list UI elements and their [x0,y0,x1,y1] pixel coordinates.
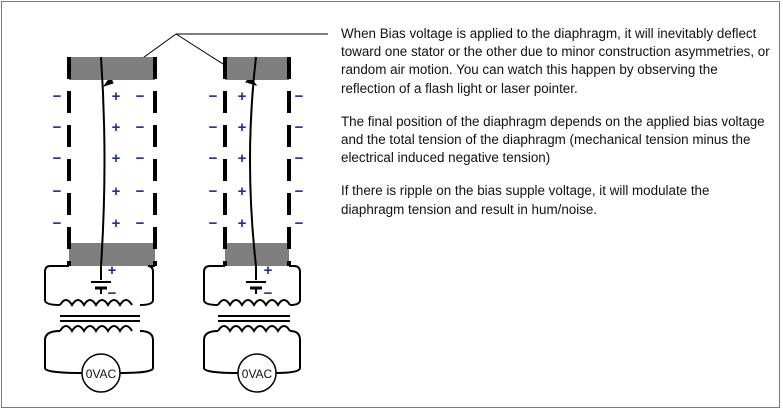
ac-source-right [237,353,277,393]
stator-charge-minus: − [53,119,62,136]
bias-supply-plus: + [108,262,117,279]
stator-charge-minus: − [53,183,62,200]
paragraph-final-position: The final position of the diaphragm depe… [341,113,765,166]
bias-circuit [44,265,155,374]
explanation-text: When Bias voltage is applied to the diap… [341,25,771,234]
stator-charge-minus: − [295,119,304,136]
bias-circuit [203,265,301,374]
stator-charge-minus: − [295,88,304,105]
stator-charge-minus: − [209,215,218,232]
ac-source-left-label: 0VAC [86,367,117,381]
stator-charge-minus: − [136,119,145,136]
stator-charge-minus: − [136,215,145,232]
stator-charge-minus: − [209,88,218,105]
speaker-left: 0VAC [44,56,157,393]
bias-supply-minus: − [108,285,117,302]
diaphragm-charge-plus: + [238,215,247,232]
diaphragm-charge-plus: + [238,150,247,167]
stator-charge-minus: − [209,150,218,167]
paragraph-ripple: If there is ripple on the bias supple vo… [341,183,710,217]
diaphragm-charge-plus: + [112,183,121,200]
ac-source-left [81,353,121,393]
diaphragm-charge-plus: + [112,119,121,136]
diaphragm-charge-plus: + [238,119,247,136]
stator-charge-minus: − [209,119,218,136]
stator-charge-minus: − [136,150,145,167]
diaphragm-charge-plus: + [112,215,121,232]
top-frame [225,57,289,80]
diaphragm-charge-plus: + [238,88,247,105]
stator-charge-minus: − [209,183,218,200]
stator-charge-minus: − [136,88,145,105]
stator-charge-minus: − [295,183,304,200]
diaphragm-charge-plus: + [112,88,121,105]
stator-charge-minus: − [53,88,62,105]
ac-source-right-label: 0VAC [242,367,273,381]
stator-charge-minus: − [53,215,62,232]
stator-charge-minus: − [295,150,304,167]
diaphragm [249,56,257,267]
diaphragm-charge-plus: + [112,150,121,167]
paragraph-bias-deflection: When Bias voltage is applied to the diap… [341,26,770,96]
bias-supply-minus: − [264,285,273,302]
stator-charge-minus: − [53,150,62,167]
diaphragm-charge-plus: + [238,183,247,200]
top-frame [69,57,155,80]
charge-signs: −−+−−+−−+−−+−−++−−−+−−+−−+−−+−−++− [53,88,304,302]
speaker-right: 0VAC [203,56,301,393]
bias-supply-plus: + [264,262,273,279]
diaphragm [100,56,106,267]
bottom-frame [225,243,289,266]
stator-charge-minus: − [136,183,145,200]
stator-charge-minus: − [295,215,304,232]
bottom-frame [69,243,155,266]
